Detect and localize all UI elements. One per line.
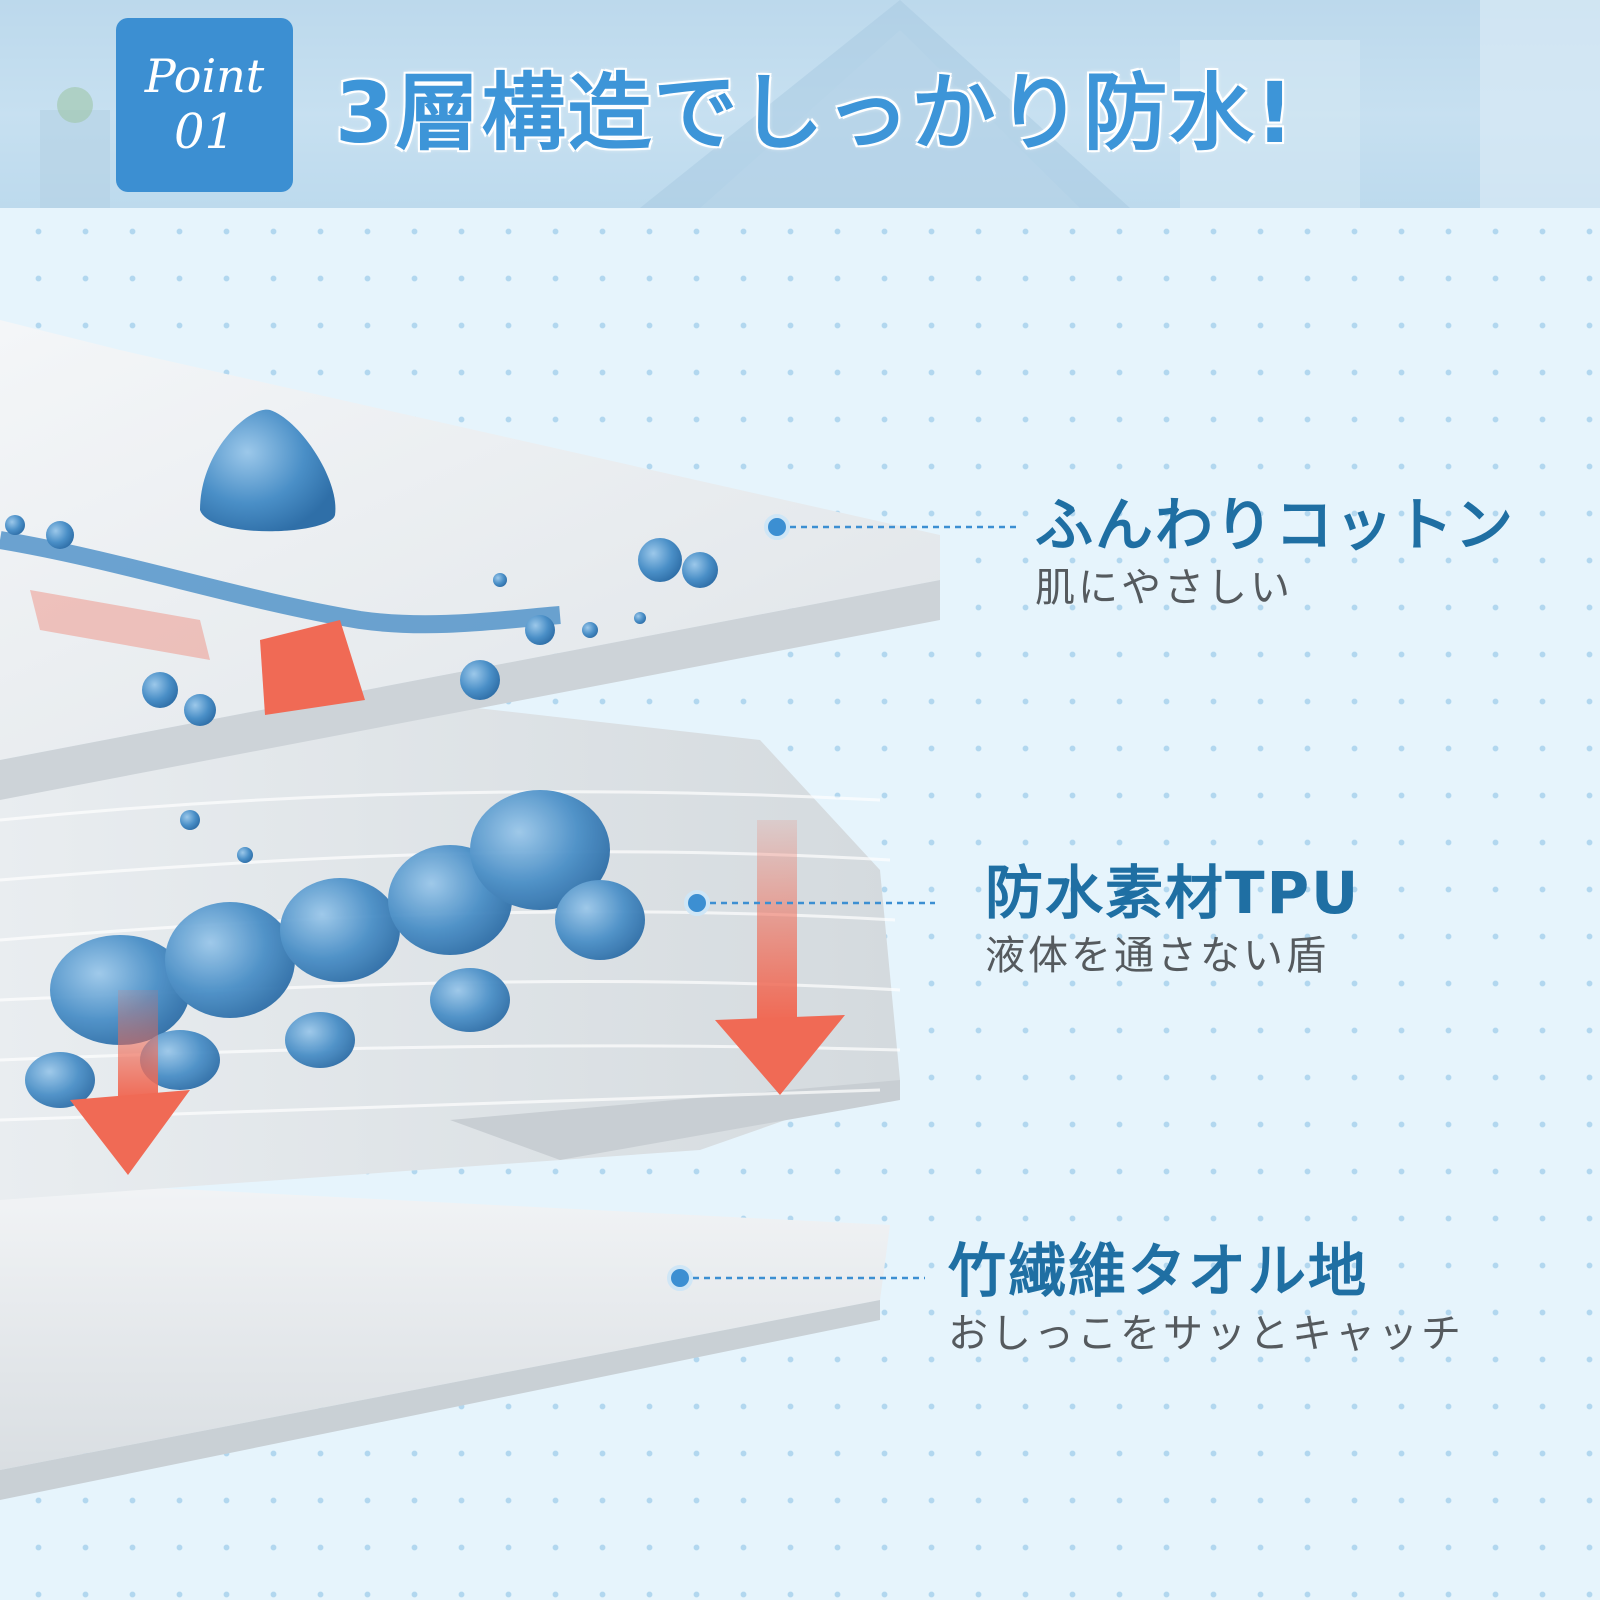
cotton-layer bbox=[0, 320, 940, 863]
point-badge: Point 01 bbox=[116, 18, 293, 192]
penetration-arrow-right bbox=[715, 820, 845, 1095]
layer-description: 肌にやさしい bbox=[1035, 565, 1293, 611]
bamboo-towel-layer bbox=[0, 1180, 890, 1500]
leader-line-bamboo bbox=[667, 1265, 925, 1291]
penetration-arrow-left bbox=[70, 990, 190, 1175]
layer-title: 竹繊維タオル地 bbox=[948, 1237, 1369, 1305]
header-banner: Point 01 3層構造でしっかり防水! bbox=[0, 0, 1600, 208]
layer-title: ふんわりコットン bbox=[1035, 491, 1516, 559]
layer-description: おしっこをサッとキャッチ bbox=[948, 1311, 1464, 1357]
leader-line-tpu bbox=[684, 890, 935, 916]
headline: 3層構造でしっかり防水! bbox=[335, 63, 1296, 162]
point-badge-word: Point bbox=[144, 49, 265, 103]
three-layer-illustration bbox=[0, 320, 1020, 1500]
layer-label-cotton: ふんわりコットン 肌にやさしい bbox=[1035, 490, 1515, 614]
layer-label-tpu: 防水素材TPU 液体を通さない盾 bbox=[985, 858, 1360, 982]
layer-description: 液体を通さない盾 bbox=[985, 933, 1329, 979]
tpu-layer bbox=[0, 705, 901, 1200]
layer-label-bamboo: 竹繊維タオル地 おしっこをサッとキャッチ bbox=[948, 1236, 1464, 1360]
point-badge-number: 01 bbox=[173, 104, 236, 160]
layer-title: 防水素材TPU bbox=[985, 859, 1361, 927]
leader-line-cotton bbox=[764, 514, 1020, 540]
